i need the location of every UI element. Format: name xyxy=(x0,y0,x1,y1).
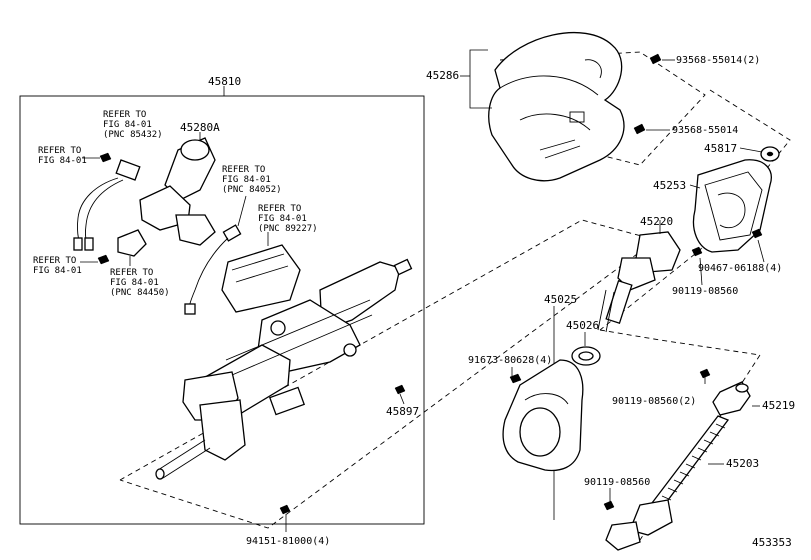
label-45219: 45219 xyxy=(762,399,796,412)
label-45253: 45253 xyxy=(653,179,687,192)
bolt-90119-08560-2 xyxy=(699,368,711,384)
switch-85432 xyxy=(73,159,141,251)
ref-pnc-85432: REFER TO FIG 84-01 (PNC 85432) xyxy=(103,110,163,140)
label-90119-08560-b: 90119-08560 xyxy=(584,477,651,488)
label-90467-06188: 90467-06188(4) xyxy=(698,263,783,274)
screw-a xyxy=(82,152,112,163)
bolt-90119-08560-b xyxy=(603,488,615,511)
label-45026: 45026 xyxy=(566,319,600,332)
label-94151-81000: 94151-81000(4) xyxy=(246,536,331,547)
seal-45026 xyxy=(571,346,601,366)
steering-column-main xyxy=(155,258,413,480)
label-45817: 45817 xyxy=(704,142,738,155)
label-45897: 45897 xyxy=(386,405,420,418)
label-45286: 45286 xyxy=(426,69,460,82)
ref-fig-84-01-b: REFER TO FIG 84-01 xyxy=(33,256,82,276)
label-45025: 45025 xyxy=(544,293,578,306)
hole-cover-45025 xyxy=(502,359,584,472)
label-93568-55014: 93568-55014 xyxy=(672,125,739,136)
lower-shaft-45203 xyxy=(605,415,730,551)
screw-93568-55014-2 xyxy=(649,53,675,65)
bolt-91673-80628 xyxy=(509,367,522,384)
label-45280A: 45280A xyxy=(180,121,220,134)
ref-pnc-84052: REFER TO FIG 84-01 (PNC 84052) xyxy=(222,165,282,195)
label-93568-55014-2: 93568-55014(2) xyxy=(676,55,761,66)
module-89227 xyxy=(221,232,301,313)
bolt-94151-81000 xyxy=(279,504,291,532)
bolt-90119-08560-a xyxy=(691,246,703,286)
switch-84450 xyxy=(117,229,147,266)
bolt-45897 xyxy=(394,384,406,405)
ref-fig-84-01-a: REFER TO FIG 84-01 xyxy=(38,146,87,166)
ref-pnc-84450: REFER TO FIG 84-01 (PNC 84450) xyxy=(110,268,170,298)
label-45220: 45220 xyxy=(640,215,674,228)
screw-93568-55014 xyxy=(633,123,670,135)
screw-b xyxy=(80,254,110,265)
sensor-84052 xyxy=(184,195,247,315)
bolt-90467-06188 xyxy=(751,228,765,263)
intermediate-shaft-45220 xyxy=(597,220,681,333)
label-90119-08560-a: 90119-08560 xyxy=(672,286,739,297)
label-91673-80628: 91673-80628(4) xyxy=(468,355,553,366)
yoke-45219 xyxy=(712,381,760,416)
label-45810: 45810 xyxy=(208,75,242,88)
label-45203: 45203 xyxy=(726,457,760,470)
label-453353: 453353 xyxy=(752,536,792,549)
leader-45286 xyxy=(469,49,492,109)
boot-45253 xyxy=(689,159,772,253)
column-cover-45286 xyxy=(488,32,625,182)
label-90119-08560-2: 90119-08560(2) xyxy=(612,396,697,407)
ref-pnc-89227: REFER TO FIG 84-01 (PNC 89227) xyxy=(258,204,318,234)
dashed-outline-shaft xyxy=(599,329,761,541)
ignition-lock-45280A xyxy=(139,132,216,246)
grommet-45817 xyxy=(739,146,780,162)
assembly-box-45810 xyxy=(19,95,425,525)
